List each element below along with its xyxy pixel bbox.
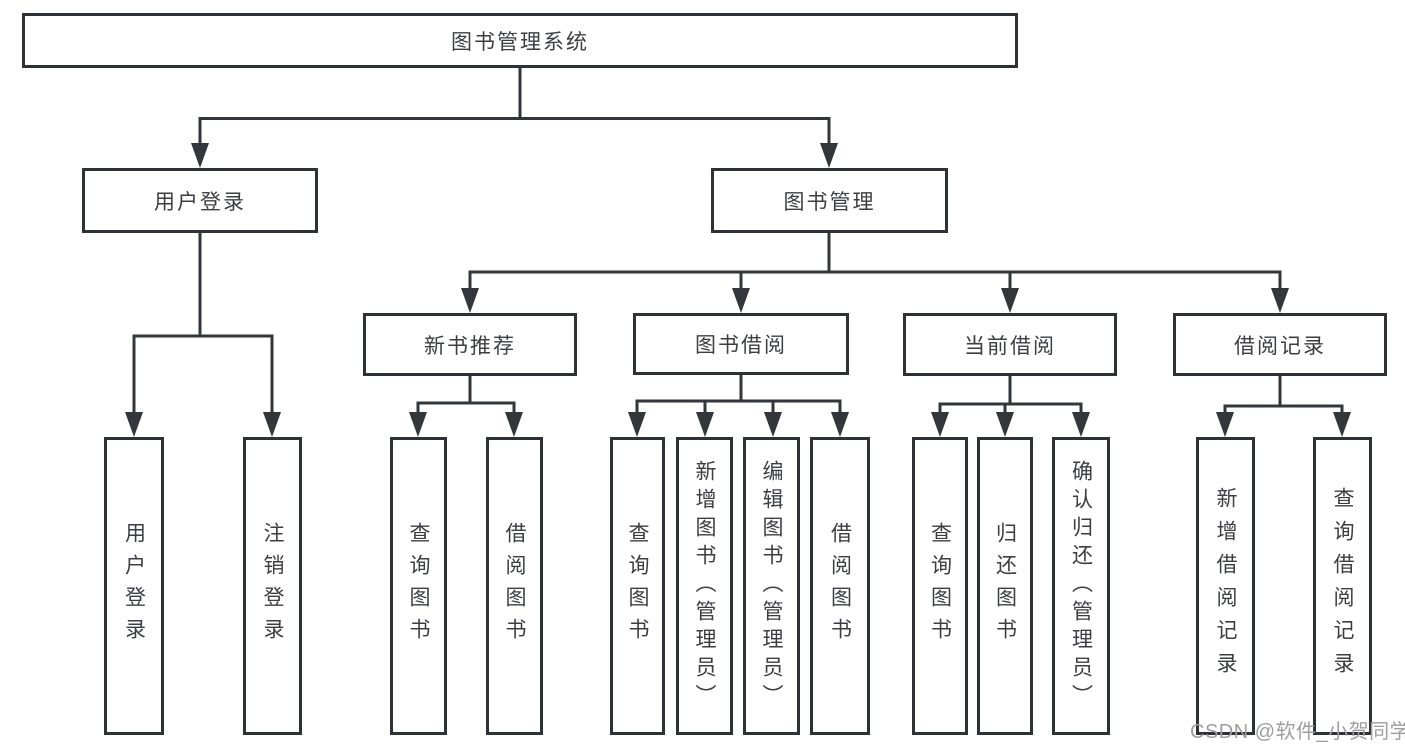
- csdn-watermark: CSDN @软件_小贺同学: [1190, 721, 1405, 743]
- node-current-borrow: 当前借阅: [903, 313, 1117, 376]
- leaf-current-confirm-return-admin: 确认归还（管理员）: [1052, 437, 1110, 735]
- leaf-record-query-record: 查询借阅记录: [1313, 437, 1372, 735]
- leaf-borrow-query-books: 查询图书: [610, 437, 665, 735]
- leaf-user-login: 用户登录: [104, 437, 164, 735]
- leaf-rec-query-books: 查询图书: [390, 437, 447, 735]
- leaf-borrow-edit-books-admin: 编辑图书（管理员）: [743, 437, 800, 735]
- leaf-current-query-books: 查询图书: [912, 437, 968, 735]
- leaf-current-return-books: 归还图书: [977, 437, 1033, 735]
- node-book-management: 图书管理: [711, 168, 948, 233]
- node-book-borrow: 图书借阅: [633, 313, 849, 375]
- leaf-rec-borrow-books: 借阅图书: [486, 437, 543, 735]
- leaf-borrow-borrow-books: 借阅图书: [810, 437, 870, 735]
- node-user-login: 用户登录: [82, 168, 318, 233]
- node-root-system: 图书管理系统: [22, 13, 1018, 68]
- leaf-record-add-record: 新增借阅记录: [1196, 437, 1255, 735]
- node-borrow-record: 借阅记录: [1173, 313, 1387, 376]
- leaf-borrow-add-books-admin: 新增图书（管理员）: [676, 437, 733, 735]
- node-new-book-recommend: 新书推荐: [363, 313, 577, 376]
- leaf-logout: 注销登录: [243, 437, 302, 735]
